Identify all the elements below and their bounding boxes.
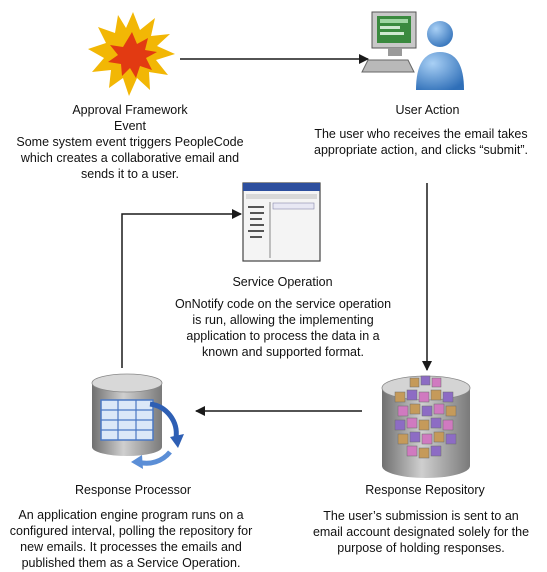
response-repository-description: The user’s submission is sent to an emai… — [312, 509, 530, 555]
service-operation-description: OnNotify code on the service operation i… — [174, 297, 392, 359]
starburst-icon — [88, 12, 175, 96]
service-operation-title: Service Operation — [232, 275, 333, 289]
response-processor-description: An application engine program runs on a … — [9, 508, 253, 570]
event-title: Approval Framework Event — [72, 103, 188, 133]
arrow-processor-to-service — [121, 209, 242, 368]
response-processor-title: Response Processor — [74, 483, 192, 497]
user-action-description: The user who receives the email takes ap… — [314, 127, 528, 157]
response-repository-title: Response Repository — [365, 483, 485, 497]
user-at-computer-icon — [361, 11, 464, 90]
database-cycle-icon — [91, 373, 184, 469]
user-action-title: User Action — [395, 103, 460, 117]
application-window-icon — [242, 182, 321, 262]
event-description: Some system event triggers PeopleCode wh… — [16, 135, 244, 181]
cube-database-icon — [381, 375, 471, 478]
